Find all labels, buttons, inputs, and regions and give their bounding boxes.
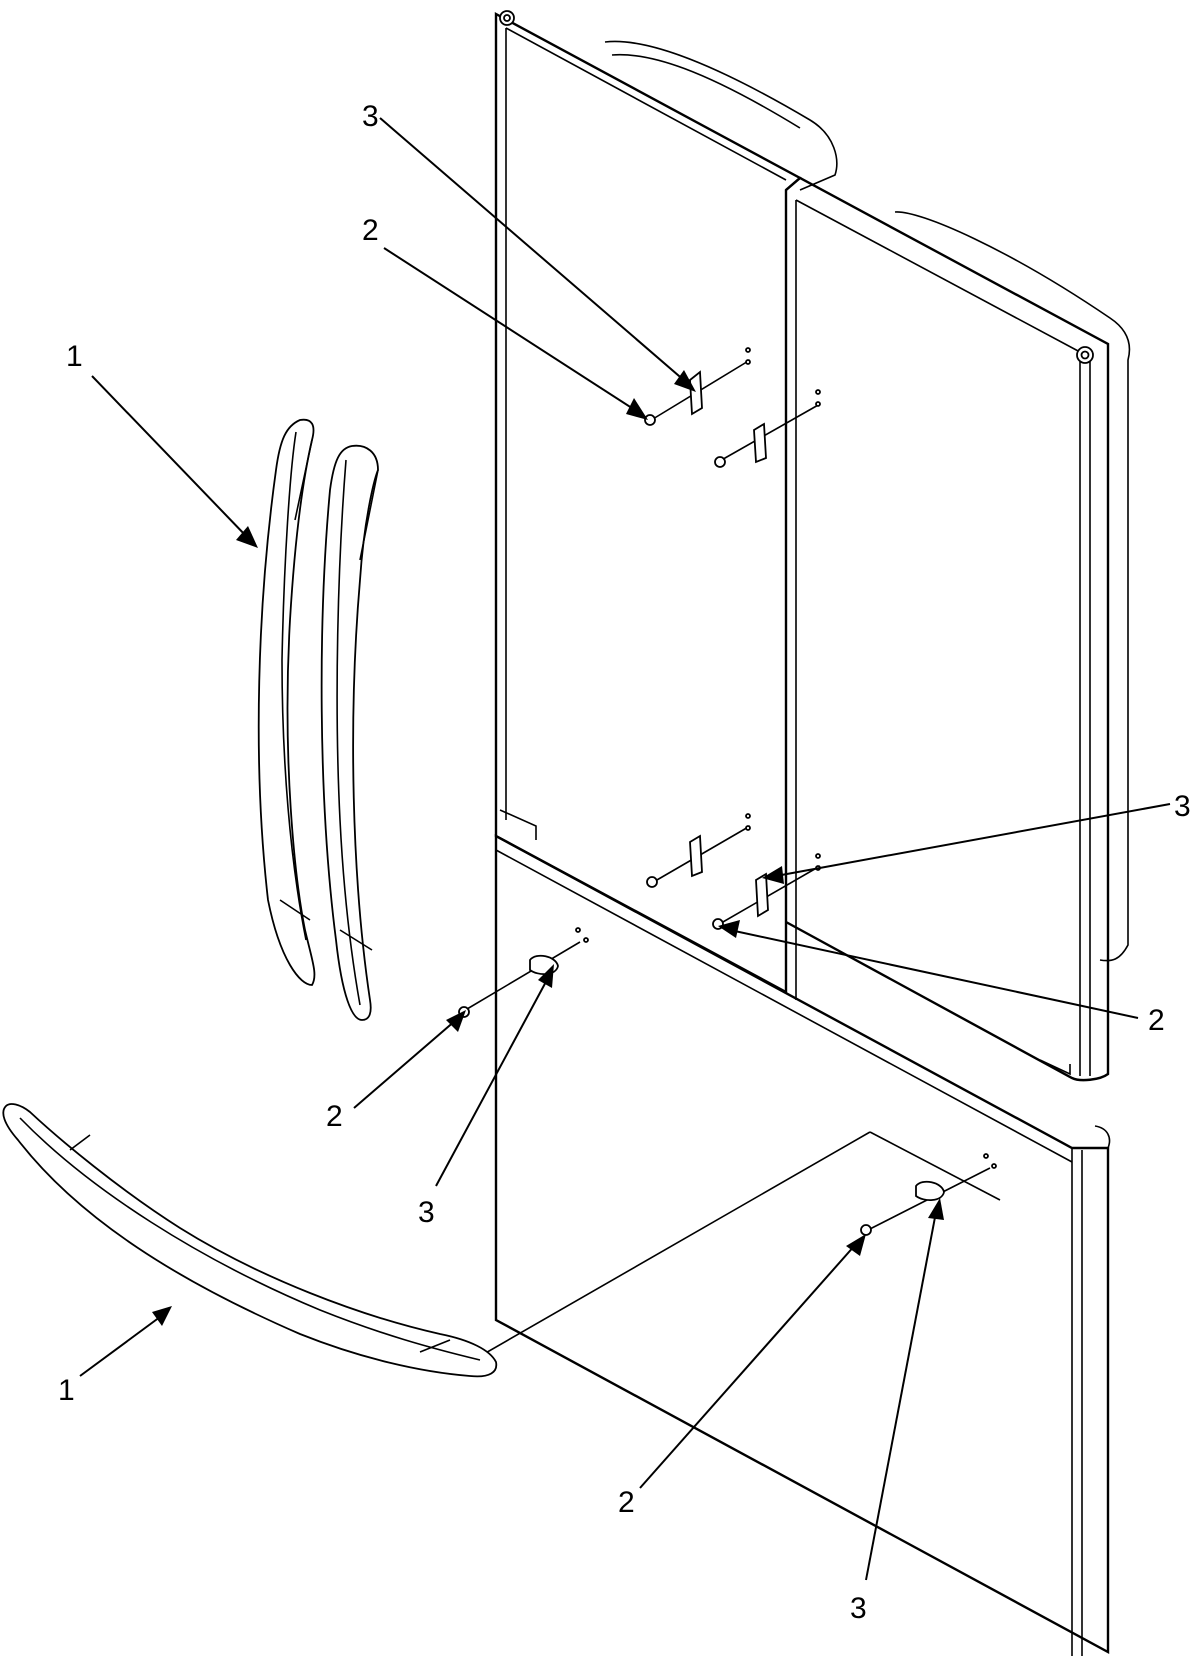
screw-icon — [644, 414, 656, 426]
leader-lines — [79, 117, 1171, 1581]
callout-2-upper-left: 2 — [362, 214, 379, 247]
callout-2-drawer-left: 2 — [326, 1100, 343, 1133]
clip-icon — [755, 872, 769, 918]
clip-icon — [689, 834, 703, 878]
callout-2-drawer-right: 2 — [618, 1486, 635, 1519]
clip-icon — [915, 1180, 945, 1201]
callout-3-lower-right: 3 — [1174, 790, 1191, 823]
drawer-handle — [2, 1103, 498, 1378]
screw-icon — [860, 1224, 872, 1236]
callout-2-lower-right: 2 — [1148, 1004, 1165, 1037]
door-handle-right — [320, 444, 379, 1021]
callout-3-drawer-left: 3 — [418, 1196, 435, 1229]
door-handle-left — [257, 418, 316, 986]
clip-icon — [689, 370, 703, 416]
screw-icon — [714, 456, 726, 468]
right-refrigerator-door — [785, 176, 1131, 1082]
callout-3-drawer-right: 3 — [850, 1592, 867, 1625]
callout-3-upper-left: 3 — [362, 100, 379, 133]
left-refrigerator-door — [494, 10, 838, 995]
mounting-hardware — [458, 347, 997, 1236]
callout-labels: 1 1 2 2 2 2 3 3 3 3 — [58, 100, 1191, 1625]
callout-1-drawer-handle: 1 — [58, 1374, 75, 1407]
clip-icon — [753, 422, 767, 464]
freezer-drawer — [455, 833, 1111, 1656]
callout-1-left-handle: 1 — [66, 340, 83, 373]
screw-icon — [646, 876, 658, 888]
